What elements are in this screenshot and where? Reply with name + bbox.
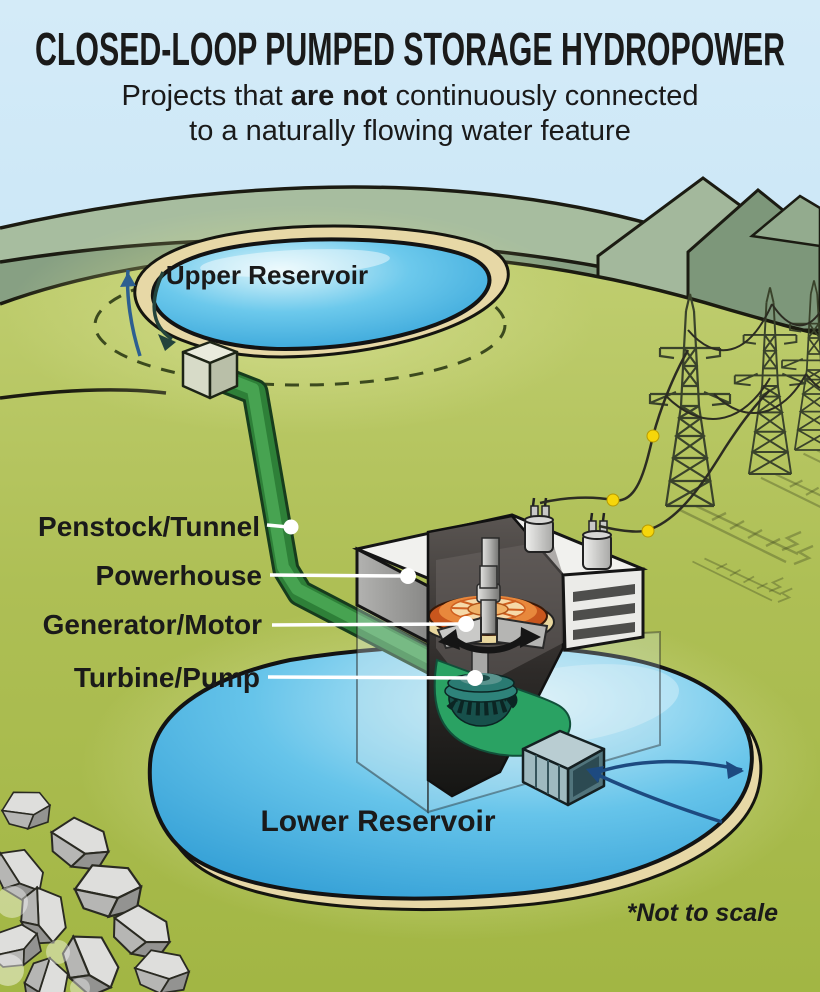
penstock-highlight bbox=[206, 367, 451, 672]
outlet-ribs bbox=[535, 755, 560, 800]
penstock-pipe bbox=[200, 362, 462, 684]
upper-flow-arrows bbox=[120, 269, 176, 357]
not-to-scale-note: *Not to scale bbox=[627, 899, 779, 927]
upper-reservoir: Upper Reservoir bbox=[93, 224, 510, 387]
water-bubble bbox=[0, 954, 24, 986]
tailrace-outlet bbox=[521, 729, 606, 807]
riprap-rocks bbox=[0, 785, 190, 992]
powerhouse-leader bbox=[269, 573, 407, 578]
power-line bbox=[539, 349, 690, 505]
glass-front-pane bbox=[356, 603, 429, 814]
powerhouse-building bbox=[351, 497, 649, 798]
transformer bbox=[524, 497, 554, 553]
vent-slat bbox=[573, 622, 635, 640]
electricity-dot-icon bbox=[641, 524, 655, 538]
bushing-tips bbox=[589, 512, 606, 522]
turbine-leader-dot bbox=[467, 670, 483, 686]
lower-reservoir-label: Lower Reservoir bbox=[260, 805, 495, 838]
outlet-mouth-opening bbox=[573, 756, 599, 797]
electricity-dot-icon bbox=[606, 493, 620, 507]
subtitle-line1: Projects that are not continuously conne… bbox=[121, 80, 698, 112]
powerhouse-leader-dot bbox=[400, 568, 416, 584]
transformer-lid bbox=[524, 515, 554, 525]
power-line bbox=[598, 389, 771, 533]
transformer-lid bbox=[582, 530, 612, 540]
callouts: Penstock/Tunnel Powerhouse Generator/Mot… bbox=[38, 511, 483, 693]
rotation-arrowhead-right-icon bbox=[520, 627, 541, 648]
power-lines bbox=[539, 349, 771, 538]
shaft-mid bbox=[479, 565, 498, 589]
flow-down-arrow bbox=[152, 271, 173, 341]
mountain-ridge bbox=[749, 194, 820, 248]
inflow-arrow bbox=[589, 769, 723, 824]
lower-flow-arrows bbox=[586, 759, 744, 824]
upper-reservoir-label: Upper Reservoir bbox=[166, 260, 368, 290]
shaft-lower bbox=[480, 599, 497, 635]
tower-wires bbox=[665, 303, 820, 420]
flow-down-arrowhead-icon bbox=[158, 334, 176, 351]
page-title: CLOSED-LOOP PUMPED STORAGE HYDROPOWER bbox=[35, 23, 785, 75]
generator-leader-dot bbox=[458, 616, 474, 632]
turbine-label: Turbine/Pump bbox=[74, 662, 260, 693]
subtitle-line2: to a naturally flowing water feature bbox=[189, 115, 631, 147]
inflow-arrowhead-icon bbox=[586, 766, 604, 783]
outlet-ribbed-face bbox=[521, 747, 570, 807]
penstock-leader-dot bbox=[283, 519, 299, 535]
powerhouse-right-wall bbox=[561, 567, 645, 652]
reservoir-footprint-dashed-outline bbox=[93, 263, 507, 387]
water-bubble bbox=[0, 886, 28, 918]
turbine-leader bbox=[267, 675, 474, 680]
powerhouse-label: Powerhouse bbox=[96, 560, 262, 591]
upper-reservoir-water bbox=[150, 237, 492, 352]
penstock-label: Penstock/Tunnel bbox=[38, 511, 260, 542]
water-bubble bbox=[70, 978, 90, 992]
transformers bbox=[524, 497, 612, 570]
outflow-arrow bbox=[597, 759, 743, 774]
intake-structure bbox=[181, 340, 239, 400]
rotation-arrowhead-left-icon bbox=[438, 629, 460, 650]
transformer bbox=[582, 512, 612, 570]
turbine-wicket-gates bbox=[444, 684, 518, 716]
electricity-dot-icon bbox=[646, 429, 660, 443]
generator-leader bbox=[271, 622, 465, 627]
transmission-corridor bbox=[648, 279, 820, 603]
leader-lines bbox=[266, 523, 474, 680]
water-highlight bbox=[200, 249, 390, 277]
header: CLOSED-LOOP PUMPED STORAGE HYDROPOWER Pr… bbox=[35, 23, 785, 147]
vent-slat bbox=[573, 603, 635, 621]
outflow-arrowhead-icon bbox=[726, 761, 744, 779]
flow-up-arrowhead-icon bbox=[120, 272, 136, 287]
vent-slat bbox=[573, 584, 635, 602]
generator-label: Generator/Motor bbox=[43, 609, 262, 640]
intake-side-face bbox=[208, 350, 239, 400]
water-bubble bbox=[46, 940, 70, 964]
